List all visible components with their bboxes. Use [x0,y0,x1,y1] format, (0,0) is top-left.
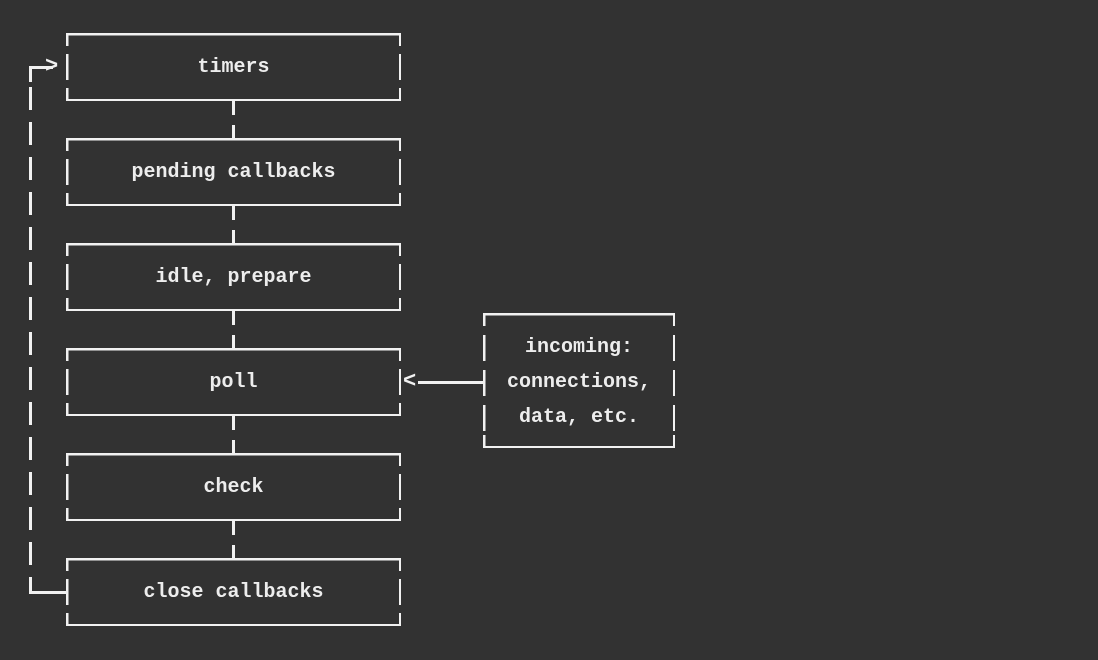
connector-pending-idle-lower [232,230,235,243]
connector-idle-poll-lower [232,335,235,348]
phase-label-pending-callbacks: pending callbacks [131,160,336,184]
phase-label-poll: poll [209,370,258,394]
loop-line-top-horizontal [29,66,53,69]
incoming-arrow-line [418,381,484,384]
phase-box-pending-callbacks: pending callbacks [66,138,401,206]
phase-label-check: check [203,475,264,499]
incoming-box: incoming: connections, data, etc. [483,313,675,448]
loop-entry-arrowhead-icon: > [45,54,59,79]
incoming-line-3: data, etc. [518,406,640,429]
phase-box-close-callbacks: close callbacks [66,558,401,626]
phase-box-timers: timers [66,33,401,101]
phase-box-idle-prepare: idle, prepare [66,243,401,311]
connector-idle-poll-upper [232,311,235,325]
phase-label-timers: timers [197,55,270,79]
phase-box-check: check [66,453,401,521]
incoming-line-1: incoming: [524,336,634,359]
phase-label-idle-prepare: idle, prepare [155,265,312,289]
connector-poll-check-lower [232,440,235,453]
incoming-line-2: connections, [506,371,652,394]
phase-label-close-callbacks: close callbacks [143,580,324,604]
connector-check-close-upper [232,521,235,535]
connector-pending-idle-upper [232,206,235,220]
connector-poll-check-upper [232,416,235,430]
loop-line-bottom-horizontal [29,591,67,594]
phase-box-poll: poll [66,348,401,416]
connector-timers-pending-lower [232,125,235,138]
loop-line-dashed-vertical [29,87,32,574]
connector-check-close-lower [232,545,235,558]
loop-line-top-corner [29,66,32,82]
connector-timers-pending-upper [232,101,235,115]
loop-line-bottom-corner [29,577,32,594]
incoming-arrowhead-icon: < [403,369,417,394]
